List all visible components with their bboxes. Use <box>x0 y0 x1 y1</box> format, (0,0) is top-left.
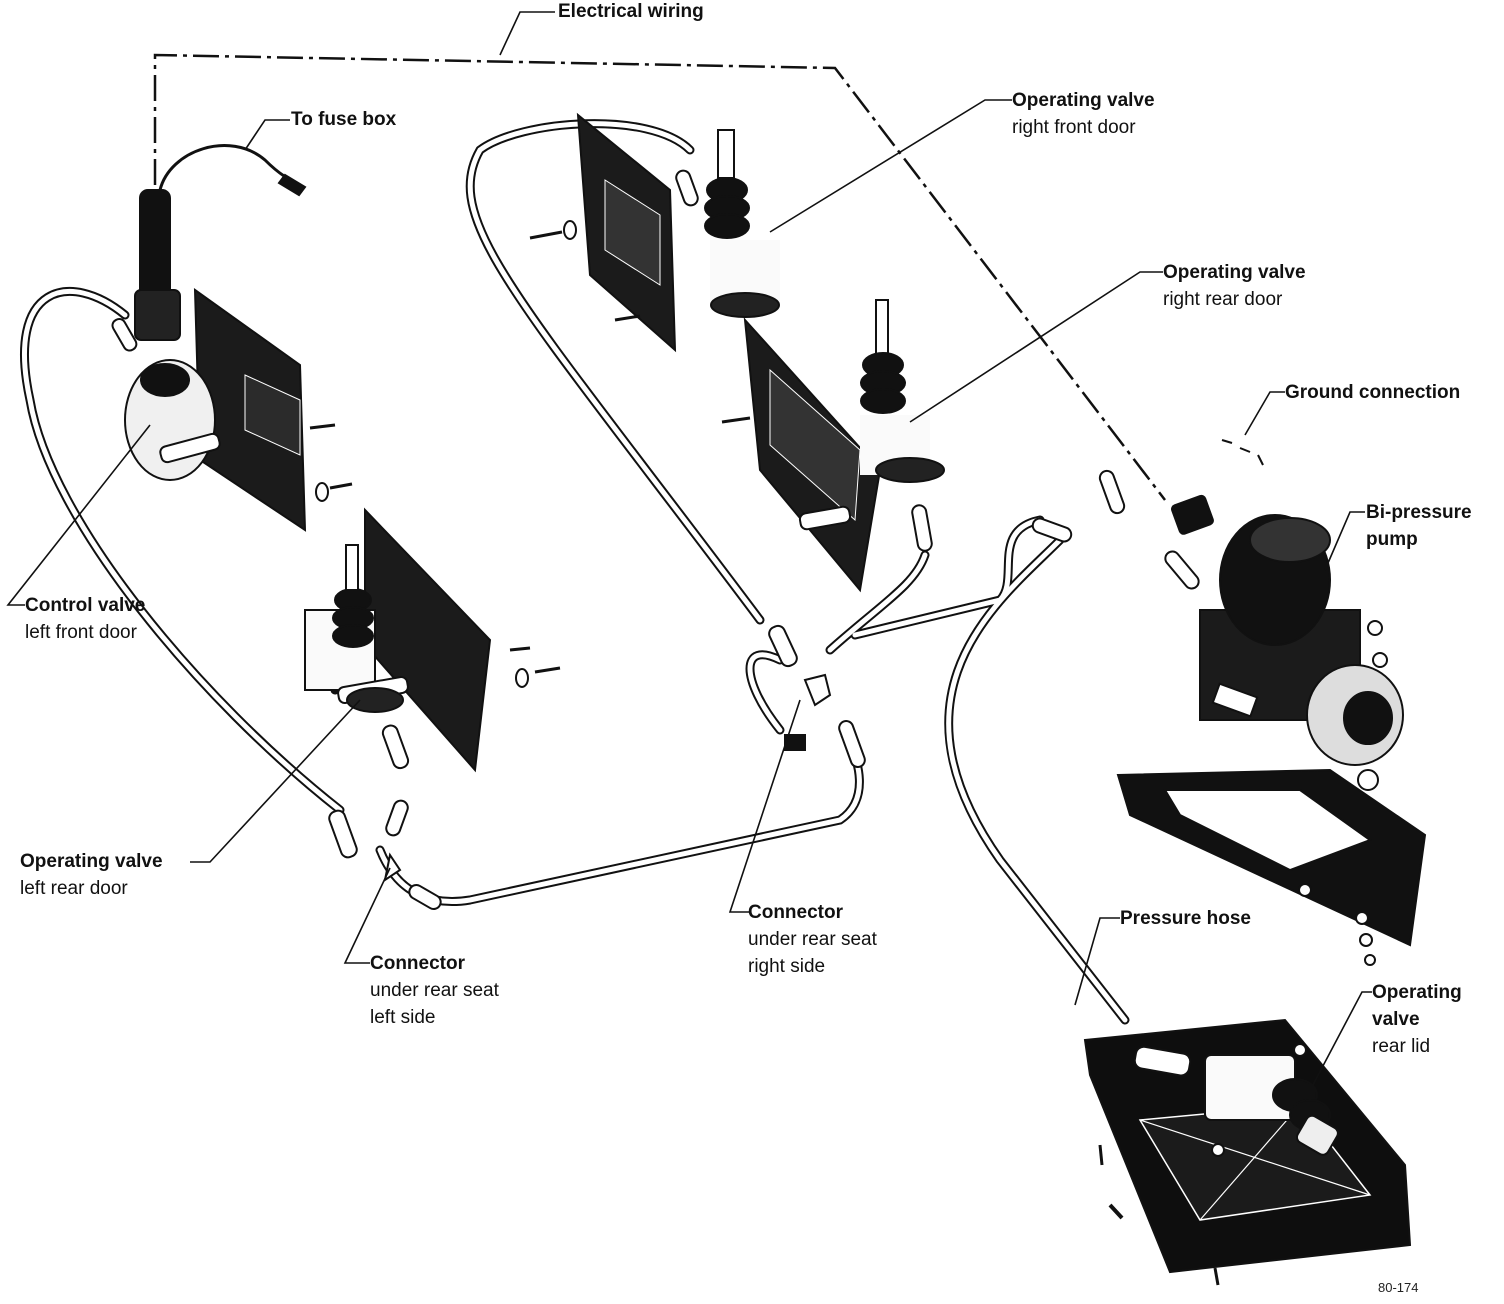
operating-valve-right-front-door <box>529 112 780 353</box>
label-conn-right-line3: right side <box>748 956 826 977</box>
operating-valve-right-rear-door <box>721 299 945 593</box>
control-valve-left-front-door <box>124 144 353 532</box>
label-to-fuse-box-text: To fuse box <box>291 109 397 130</box>
label-ground-text: Ground connection <box>1285 382 1461 403</box>
bi-pressure-pump <box>1171 494 1404 791</box>
label-connector-right-side: Connector under rear seat right side <box>748 899 877 980</box>
label-electrical-wiring: Electrical wiring <box>558 0 704 25</box>
label-valve-rf-line2: right front door <box>1012 117 1136 138</box>
label-pressure-hose: Pressure hose <box>1120 905 1251 932</box>
label-valve-lid-line3: rear lid <box>1372 1036 1431 1057</box>
label-pump-line1: Bi-pressure <box>1366 502 1472 523</box>
label-electrical-wiring-text: Electrical wiring <box>558 1 704 22</box>
ground-connection <box>1221 439 1264 466</box>
label-valve-rr-line1: Operating valve <box>1163 262 1306 283</box>
label-operating-valve-right-rear-door: Operating valve right rear door <box>1163 259 1306 313</box>
label-operating-valve-left-rear-door: Operating valve left rear door <box>20 848 163 902</box>
pressure-hoses <box>20 119 1130 1025</box>
label-control-line2: left front door <box>25 622 137 643</box>
label-operating-valve-rear-lid: Operating valve rear lid <box>1372 979 1462 1060</box>
label-valve-lr-line2: left rear door <box>20 878 128 899</box>
label-control-valve-left-front-door: Control valve left front door <box>25 592 145 646</box>
label-connector-left-side: Connector under rear seat left side <box>370 950 499 1031</box>
label-valve-rf-line1: Operating valve <box>1012 90 1155 111</box>
leader-lines <box>6 11 1372 1101</box>
label-conn-right-line1: Connector <box>748 902 843 923</box>
label-pump-line2: pump <box>1366 529 1418 550</box>
label-conn-left-line1: Connector <box>370 953 465 974</box>
label-ground-connection: Ground connection <box>1285 379 1460 406</box>
label-valve-lr-line1: Operating valve <box>20 851 163 872</box>
label-conn-right-line2: under rear seat <box>748 929 877 950</box>
electrical-wiring-line <box>153 53 1166 501</box>
label-operating-valve-right-front-door: Operating valve right front door <box>1012 87 1155 141</box>
operating-valve-rear-lid-assembly <box>1083 1018 1412 1286</box>
pump-mounting-bracket <box>1116 768 1427 966</box>
label-pressure-hose-text: Pressure hose <box>1120 908 1251 929</box>
label-valve-lid-line1: Operating <box>1372 982 1462 1003</box>
label-conn-left-line2: under rear seat <box>370 980 499 1001</box>
connectors <box>383 673 832 883</box>
label-conn-left-line3: left side <box>370 1007 436 1028</box>
label-bi-pressure-pump: Bi-pressure pump <box>1366 499 1472 553</box>
hose-sleeves <box>111 169 1200 910</box>
label-to-fuse-box: To fuse box <box>291 106 396 133</box>
label-valve-lid-line2: valve <box>1372 1009 1420 1030</box>
label-valve-rr-line2: right rear door <box>1163 289 1283 310</box>
figure-code: 80-174 <box>1378 1280 1419 1295</box>
label-control-line1: Control valve <box>25 595 146 616</box>
operating-valve-left-rear-door <box>304 507 561 773</box>
